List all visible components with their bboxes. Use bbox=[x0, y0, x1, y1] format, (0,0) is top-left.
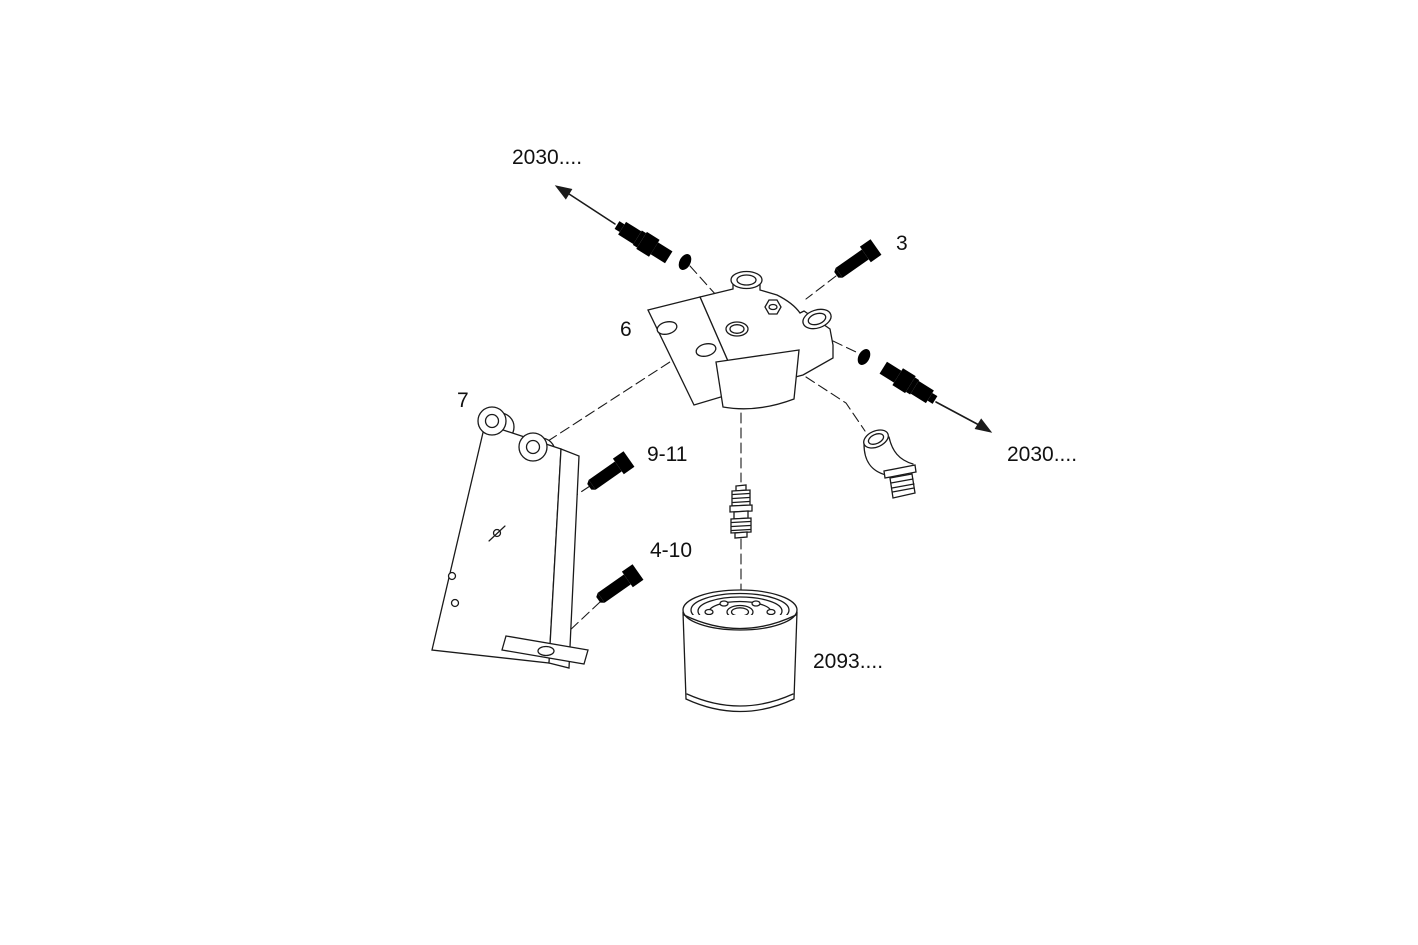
mounting-bracket-7 bbox=[431, 406, 589, 669]
hex-bolt-4-10 bbox=[592, 564, 644, 608]
label-part-7: 7 bbox=[457, 389, 469, 412]
union-fitting-top-left bbox=[611, 216, 675, 266]
o-ring-right bbox=[855, 346, 873, 368]
direction-arrow-top-left bbox=[554, 185, 616, 225]
direction-arrow-right bbox=[935, 401, 993, 433]
union-fitting-right bbox=[877, 359, 941, 409]
label-part-6: 6 bbox=[620, 318, 632, 341]
label-part-9-11: 9-11 bbox=[647, 443, 687, 466]
nipple-connector bbox=[729, 484, 753, 539]
label-ref-2030-top-left: 2030.... bbox=[512, 146, 582, 169]
o-ring-top-left bbox=[676, 251, 694, 273]
hex-bolt-9-11 bbox=[583, 451, 635, 495]
callout-labels: 2030.... 3 6 7 9-11 4-10 2030.... 2093..… bbox=[457, 146, 1077, 673]
elbow-fitting bbox=[863, 429, 917, 499]
label-part-2093: 2093.... bbox=[813, 650, 883, 673]
hex-bolt-3 bbox=[830, 239, 882, 283]
filter-head-6 bbox=[647, 270, 834, 410]
label-ref-2030-right: 2030.... bbox=[1007, 443, 1077, 466]
label-part-4-10: 4-10 bbox=[650, 539, 692, 562]
filter-cartridge-2093 bbox=[682, 589, 798, 713]
label-part-3: 3 bbox=[896, 232, 908, 255]
